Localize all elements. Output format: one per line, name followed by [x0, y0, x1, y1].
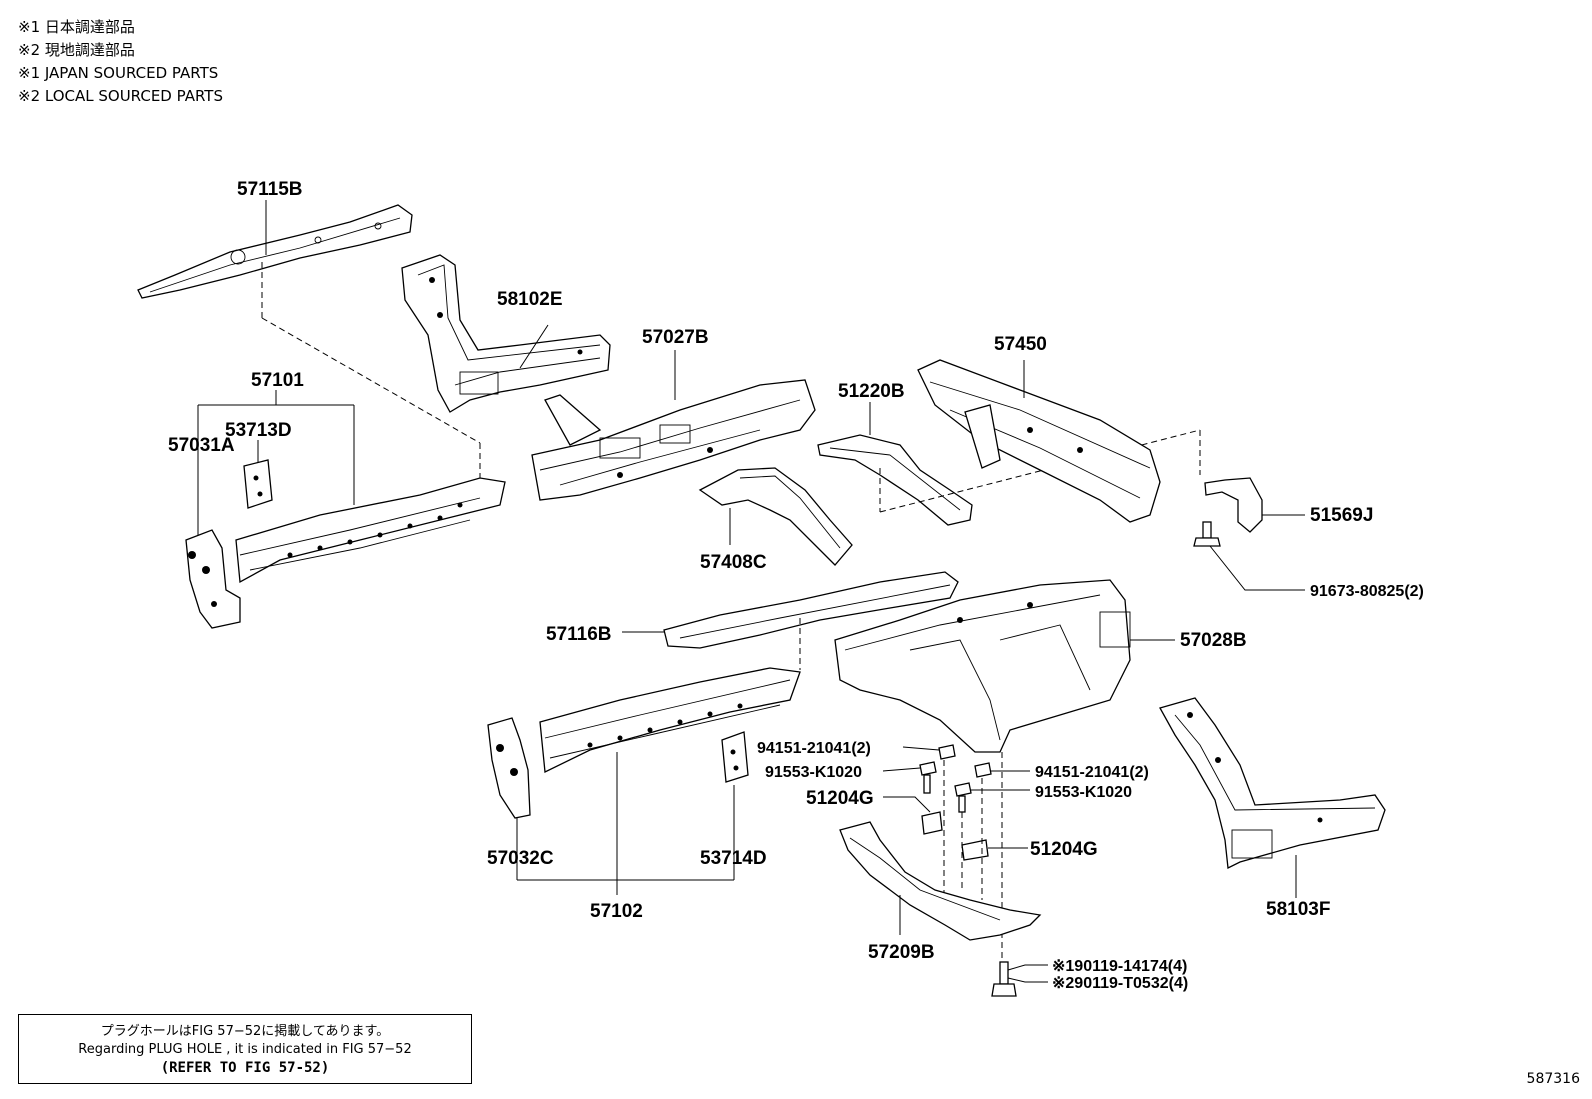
legend-line-4: ※2 LOCAL SOURCED PARTS — [18, 87, 223, 105]
label-57101: 57101 — [251, 370, 304, 391]
part-57450-drawing — [917, 359, 1161, 523]
label-53713d: 53713D — [225, 420, 292, 441]
part-94151-nut-left — [938, 744, 956, 760]
label-58103f: 58103F — [1266, 899, 1330, 920]
part-57027b-drawing — [531, 379, 816, 501]
note-line-jp: プラグホールはFIG 57−52に掲載してあります。 — [100, 1024, 390, 1039]
part-57209b-drawing — [839, 821, 1042, 941]
note-line-refer: (REFER TO FIG 57-52) — [160, 1060, 330, 1076]
label-57408c: 57408C — [700, 552, 767, 573]
legend: ※1 日本調達部品 ※2 現地調達部品 ※1 JAPAN SOURCED PAR… — [18, 16, 223, 108]
label-90119-local: ※290119-T0532(4) — [1052, 975, 1188, 992]
legend-line-2: ※2 現地調達部品 — [18, 41, 135, 59]
label-91553-right: 91553-K1020 — [1035, 784, 1132, 801]
label-57209b: 57209B — [868, 942, 935, 963]
part-57032c-drawing — [487, 717, 531, 819]
label-57032c: 57032C — [487, 848, 554, 869]
note-line-en: Regarding PLUG HOLE , it is indicated in… — [78, 1042, 412, 1057]
label-57028b: 57028B — [1180, 630, 1247, 651]
part-53714d-drawing — [721, 731, 749, 783]
part-51204g-bracket-left — [921, 811, 943, 835]
label-57450: 57450 — [994, 334, 1047, 355]
label-51569j: 51569J — [1310, 505, 1373, 526]
legend-line-1: ※1 日本調達部品 — [18, 18, 135, 36]
part-91553-bolt-right — [954, 782, 972, 813]
plug-hole-note: プラグホールはFIG 57−52に掲載してあります。 Regarding PLU… — [18, 1014, 472, 1084]
part-94151-nut-right — [974, 762, 992, 778]
label-91553-left: 91553-K1020 — [765, 764, 862, 781]
part-57116b-drawing — [663, 571, 959, 649]
part-58102e-drawing — [401, 254, 611, 413]
part-53713d-drawing — [243, 459, 273, 509]
figure-id: 587316 — [1526, 1071, 1580, 1087]
part-91673-drawing — [1193, 521, 1221, 547]
part-57102-drawing — [539, 667, 801, 773]
part-90119-drawing — [991, 961, 1017, 997]
part-57101-drawing — [235, 477, 506, 584]
legend-line-3: ※1 JAPAN SOURCED PARTS — [18, 64, 219, 82]
label-57102: 57102 — [590, 901, 643, 922]
label-94151-left: 94151-21041(2) — [757, 740, 871, 757]
part-58103f-drawing — [1159, 697, 1386, 870]
label-57031a: 57031A — [168, 435, 235, 456]
label-51204g-right: 51204G — [1030, 839, 1098, 860]
part-57031a-drawing — [185, 529, 241, 629]
label-57027b: 57027B — [642, 327, 709, 348]
label-58102e: 58102E — [497, 289, 563, 310]
label-57115b: 57115B — [237, 179, 303, 200]
part-91553-bolt-left — [919, 761, 937, 794]
label-90119-japan: ※190119-14174(4) — [1052, 958, 1187, 975]
label-51204g-left: 51204G — [806, 788, 874, 809]
label-57116b: 57116B — [546, 624, 612, 645]
part-57115b-drawing — [137, 204, 413, 299]
part-51204g-bracket-right — [961, 839, 989, 861]
part-57408c-drawing — [698, 467, 853, 566]
part-57028b-drawing — [834, 579, 1131, 753]
label-51220b: 51220B — [838, 381, 905, 402]
label-53714d: 53714D — [700, 848, 767, 869]
label-94151-right: 94151-21041(2) — [1035, 764, 1149, 781]
label-91673: 91673-80825(2) — [1310, 583, 1424, 600]
part-51569j-drawing — [1204, 477, 1263, 533]
part-51220b-drawing — [817, 434, 973, 526]
